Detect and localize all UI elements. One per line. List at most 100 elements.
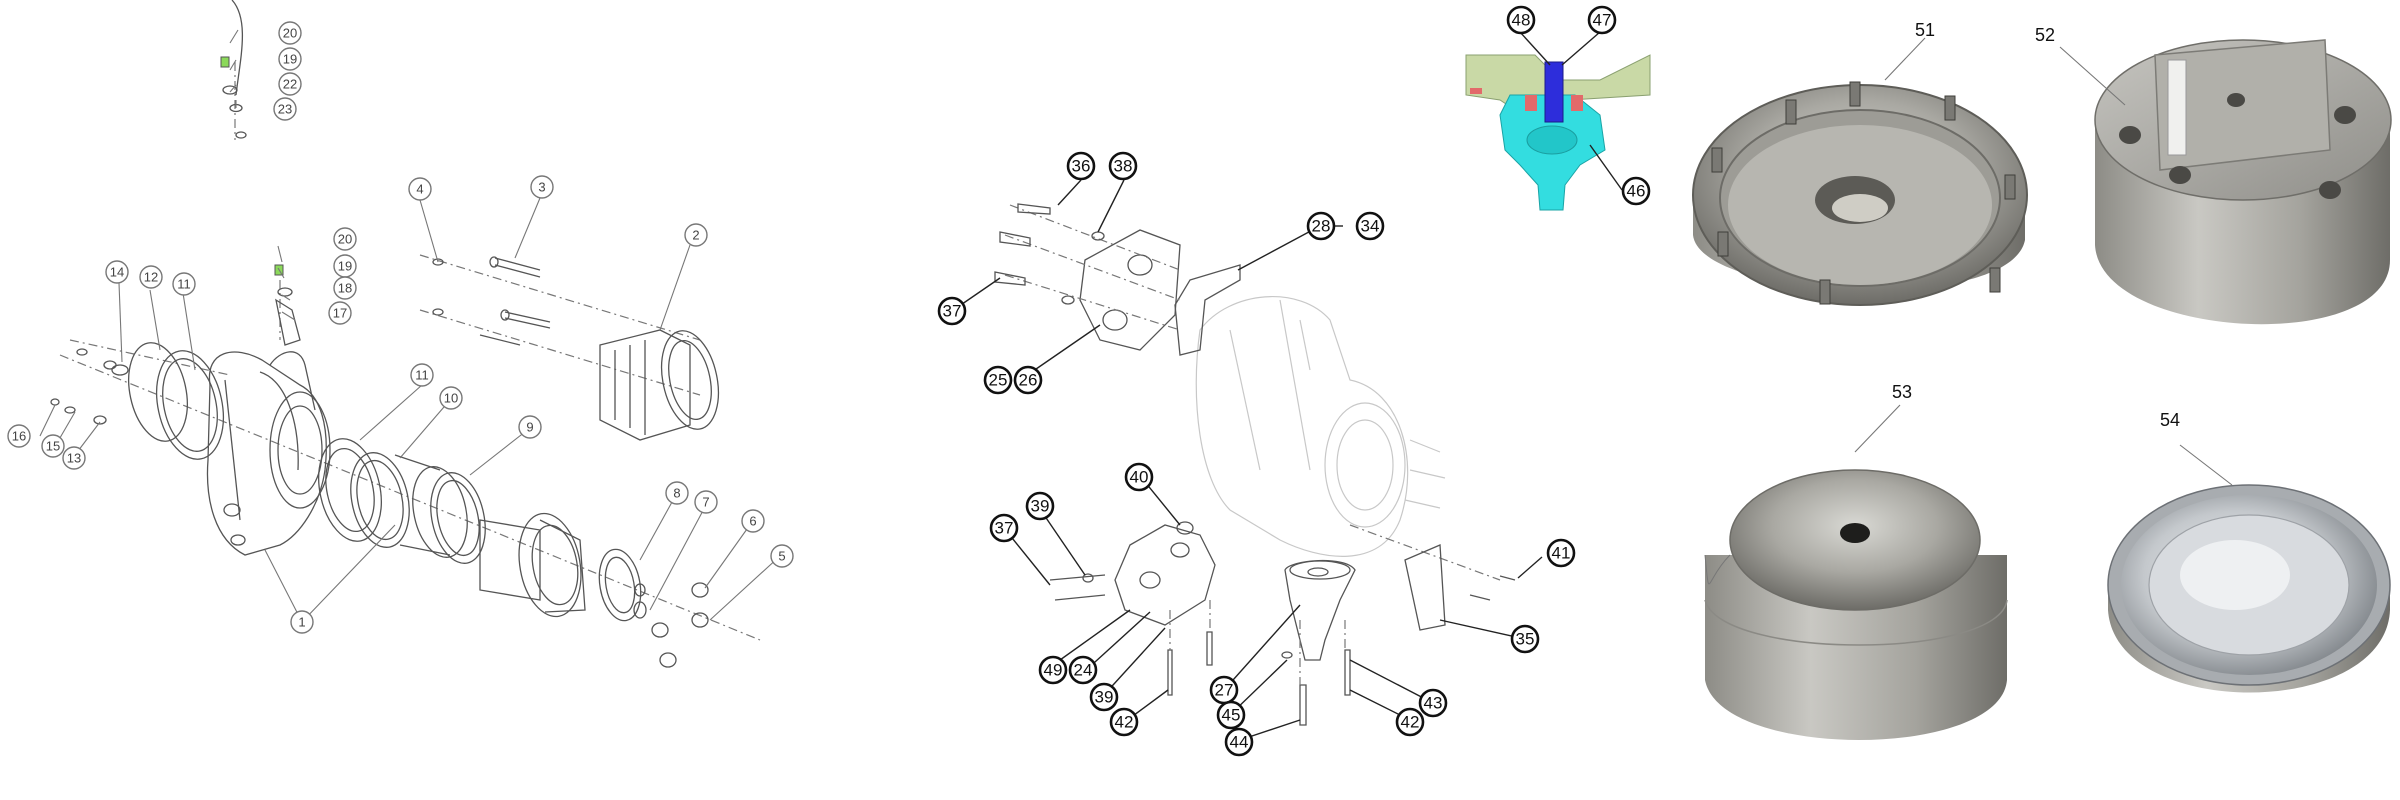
svg-text:9: 9 [526, 420, 533, 435]
svg-text:45: 45 [1222, 706, 1241, 725]
callout-left-23: 23 [273, 97, 297, 121]
callout-left-12: 12 [139, 265, 163, 289]
middle-exploded-view: 36 38 28 34 37 25 26 40 39 37 41 49 24 3… [937, 151, 1576, 757]
svg-text:49: 49 [1044, 661, 1063, 680]
svg-text:34: 34 [1361, 217, 1380, 236]
knuckle-housing [206, 264, 331, 556]
lower-bracket [1049, 521, 1216, 626]
bolts-3-4 [432, 256, 551, 346]
svg-text:11: 11 [415, 368, 429, 383]
callout-left-15: 15 [41, 434, 65, 458]
svg-text:36: 36 [1072, 157, 1091, 176]
svg-text:4: 4 [416, 182, 423, 197]
callout-mid-40: 40 [1124, 462, 1154, 492]
svg-text:42: 42 [1115, 713, 1134, 732]
callout-left-10: 10 [439, 386, 463, 410]
seal-rings-left [50, 342, 224, 460]
svg-text:3: 3 [538, 180, 545, 195]
lower-upright [1284, 559, 1356, 661]
svg-text:35: 35 [1516, 630, 1535, 649]
svg-text:20: 20 [283, 26, 297, 41]
callout-mid-42a: 42 [1109, 707, 1139, 737]
callout-left-22: 22 [278, 72, 302, 96]
svg-text:42: 42 [1401, 713, 1420, 732]
svg-text:44: 44 [1230, 733, 1249, 752]
wheel-nuts [633, 582, 709, 668]
callout-mid-45: 45 [1216, 700, 1246, 730]
svg-text:13: 13 [67, 451, 81, 466]
vent-assembly-top [220, 0, 247, 139]
section-seal-red [1525, 95, 1537, 111]
callout-mid-43: 43 [1418, 688, 1448, 718]
svg-text:19: 19 [338, 259, 352, 274]
callout-left-4: 4 [408, 177, 432, 201]
callout-mid-41: 41 [1546, 538, 1576, 568]
svg-text:5: 5 [778, 549, 785, 564]
callout-left-19b: 19 [333, 254, 357, 278]
callout-mid-49: 49 [1038, 655, 1068, 685]
callout-mid-34: 34 [1355, 211, 1385, 241]
tool-53-cylinder: 53 [1704, 382, 2008, 740]
callout-mid-25: 25 [983, 365, 1013, 395]
svg-text:15: 15 [46, 439, 60, 454]
lower-bolts [1167, 524, 1501, 726]
svg-text:11: 11 [177, 277, 191, 292]
callout-mid-39b: 39 [1089, 682, 1119, 712]
svg-text:48: 48 [1512, 11, 1531, 30]
plate-28-34 [1174, 264, 1241, 356]
svg-text:38: 38 [1114, 157, 1133, 176]
faded-knuckle [1195, 296, 1446, 557]
tool-51-pins [1711, 81, 2016, 305]
callout-left-11a: 11 [172, 272, 196, 296]
tool-photos: 51 52 53 [1692, 20, 2392, 740]
upper-bolts [994, 203, 1181, 331]
callout-section-46: 46 [1621, 176, 1651, 206]
svg-text:54: 54 [2160, 410, 2180, 430]
callout-left-3: 3 [530, 175, 554, 199]
wheel-hub [479, 512, 646, 622]
svg-text:7: 7 [702, 495, 709, 510]
svg-text:18: 18 [338, 281, 352, 296]
svg-text:27: 27 [1215, 681, 1234, 700]
callout-mid-42b: 42 [1395, 707, 1425, 737]
clip-35 [1404, 544, 1516, 631]
label-tool-51: 51 [1915, 20, 1935, 40]
section-pin-blue [1544, 61, 1564, 123]
svg-text:43: 43 [1424, 694, 1443, 713]
callout-left-14: 14 [105, 260, 129, 284]
callout-section-48: 48 [1506, 5, 1536, 35]
callout-left-20a: 20 [278, 21, 302, 45]
callout-mid-35: 35 [1510, 624, 1540, 654]
svg-text:6: 6 [749, 514, 756, 529]
label-tool-52: 52 [2035, 25, 2055, 45]
callout-left-2: 2 [684, 223, 708, 247]
callout-left-8: 8 [665, 481, 689, 505]
svg-text:10: 10 [444, 391, 458, 406]
svg-text:26: 26 [1019, 371, 1038, 390]
callout-mid-44: 44 [1224, 727, 1254, 757]
svg-text:28: 28 [1312, 217, 1331, 236]
svg-text:20: 20 [338, 232, 352, 247]
callout-mid-38: 38 [1108, 151, 1138, 181]
svg-text:19: 19 [283, 52, 297, 67]
svg-text:51: 51 [1915, 20, 1935, 40]
callout-left-7: 7 [694, 490, 718, 514]
tool-54-disc: 54 [2107, 410, 2391, 693]
svg-text:16: 16 [12, 429, 26, 444]
svg-text:14: 14 [110, 265, 124, 280]
svg-text:37: 37 [995, 519, 1014, 538]
callout-left-13: 13 [62, 446, 86, 470]
left-exploded-view: 20 19 22 23 20 19 18 17 4 3 2 14 12 11 1… [7, 0, 794, 668]
callout-left-20b: 20 [333, 227, 357, 251]
tool-51-plate: 51 [1692, 20, 2028, 306]
svg-text:46: 46 [1627, 182, 1646, 201]
svg-text:23: 23 [278, 102, 292, 117]
callout-left-18: 18 [333, 276, 357, 300]
svg-text:25: 25 [989, 371, 1008, 390]
bearing-stack [318, 438, 486, 564]
callout-mid-37b: 37 [989, 513, 1019, 543]
svg-text:39: 39 [1031, 497, 1050, 516]
callout-left-5: 5 [770, 544, 794, 568]
callout-left-19a: 19 [278, 47, 302, 71]
